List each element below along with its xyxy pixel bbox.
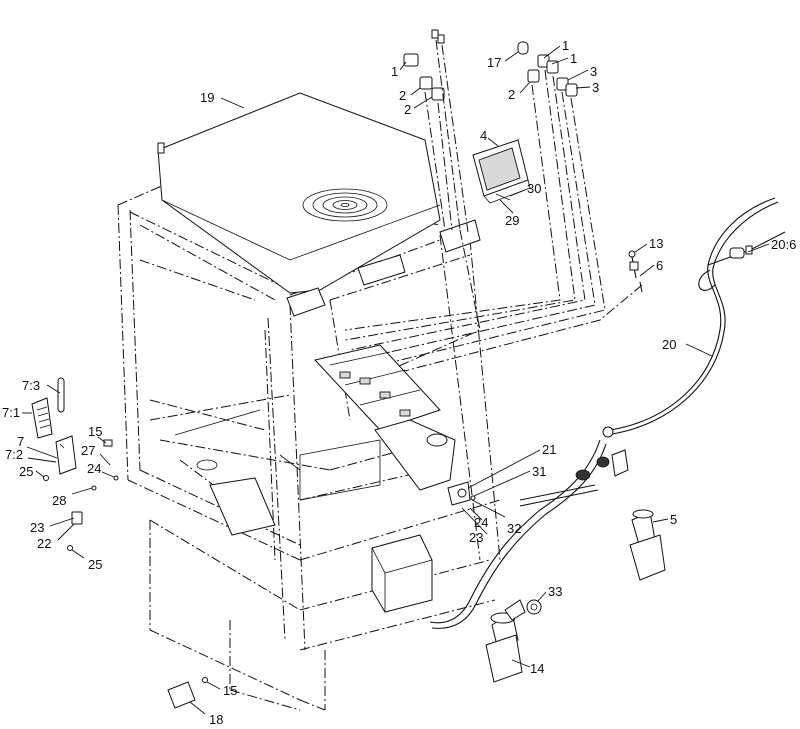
leader-lines bbox=[22, 45, 770, 715]
callout-31: 31 bbox=[532, 464, 546, 479]
callout-15-b: 15 bbox=[223, 683, 237, 698]
callout-32: 32 bbox=[507, 521, 521, 536]
callout-14: 14 bbox=[530, 661, 544, 676]
callout-4: 4 bbox=[480, 128, 487, 143]
sensor-parts bbox=[628, 250, 643, 293]
roof-cover bbox=[157, 92, 441, 294]
side-console bbox=[314, 344, 456, 491]
callout-7-3: 7:3 bbox=[22, 378, 40, 393]
display-monitor bbox=[472, 139, 531, 204]
callout-7-2: 7:2 bbox=[5, 447, 23, 462]
joystick-right bbox=[629, 509, 666, 581]
callout-3-b: 3 bbox=[592, 80, 599, 95]
callout-15-a: 15 bbox=[88, 424, 102, 439]
callout-labels: 19 1 2 2 17 1 1 2 3 3 4 30 29 13 6 20:6 … bbox=[2, 38, 796, 727]
callout-22: 22 bbox=[37, 536, 51, 551]
callout-3-a: 3 bbox=[590, 64, 597, 79]
callout-2-c: 2 bbox=[508, 87, 515, 102]
left-handle-parts bbox=[31, 377, 119, 551]
callout-21: 21 bbox=[542, 442, 556, 457]
callout-2-a: 2 bbox=[399, 88, 406, 103]
callout-20: 20 bbox=[662, 337, 676, 352]
wire-harness bbox=[429, 197, 786, 629]
callout-17: 17 bbox=[487, 55, 501, 70]
callout-23-b: 23 bbox=[469, 530, 483, 545]
callout-1-a: 1 bbox=[391, 64, 398, 79]
callout-2-b: 2 bbox=[404, 102, 411, 117]
joystick-left bbox=[485, 599, 526, 683]
callout-19: 19 bbox=[200, 90, 214, 105]
connector-33 bbox=[526, 599, 542, 615]
callout-23-a: 23 bbox=[30, 520, 44, 535]
callout-13: 13 bbox=[649, 236, 663, 251]
floor-components bbox=[174, 409, 433, 613]
callout-18: 18 bbox=[209, 712, 223, 727]
callout-33: 33 bbox=[548, 584, 562, 599]
callout-30: 30 bbox=[527, 181, 541, 196]
callout-6: 6 bbox=[656, 258, 663, 273]
bracket-18 bbox=[167, 677, 208, 709]
callout-20-6: 20:6 bbox=[771, 237, 796, 252]
roof-lights bbox=[286, 219, 481, 317]
callout-27: 27 bbox=[81, 443, 95, 458]
switch-parts bbox=[403, 29, 578, 101]
callout-25-b: 25 bbox=[88, 557, 102, 572]
callout-24-b: 24 bbox=[474, 515, 488, 530]
callout-1-b: 1 bbox=[562, 38, 569, 53]
callout-24-a: 24 bbox=[87, 461, 101, 476]
callout-25-a: 25 bbox=[19, 464, 33, 479]
callout-28: 28 bbox=[52, 493, 66, 508]
callout-7: 7 bbox=[17, 434, 24, 449]
callout-29: 29 bbox=[505, 213, 519, 228]
bracket-21 bbox=[447, 481, 476, 506]
switch-wiring bbox=[344, 39, 643, 381]
callout-1-c: 1 bbox=[570, 51, 577, 66]
callout-5: 5 bbox=[670, 512, 677, 527]
callout-7-1: 7:1 bbox=[2, 405, 20, 420]
